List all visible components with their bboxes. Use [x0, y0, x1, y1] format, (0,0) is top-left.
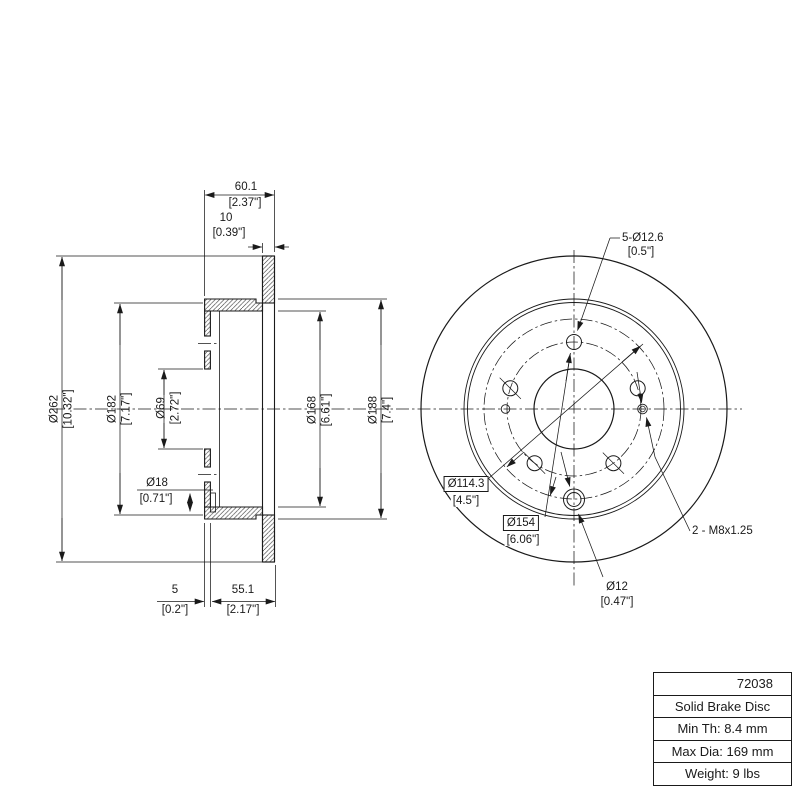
- spec-row-weight: Weight: 9 lbs: [685, 766, 760, 781]
- callout-drum-circle-mm: Ø154: [502, 515, 540, 531]
- dim-wall-thickness-mm: 5: [171, 584, 179, 596]
- spec-row-min-thickness: Min Th: 8.4 mm: [654, 718, 791, 741]
- spec-row-part-number: 72038: [654, 673, 791, 696]
- callout-bolt-circle-in: [4.5"]: [450, 495, 482, 507]
- callout-leaders: [488, 237, 691, 578]
- dim-hat-depth-in: [2.17"]: [226, 604, 260, 616]
- callout-pin-hole-in: [0.47"]: [600, 596, 634, 608]
- dimension-lines: [56, 190, 387, 607]
- dim-step-diameter-in: [0.71"]: [139, 493, 173, 505]
- spec-table: 72038 Solid Brake Disc Min Th: 8.4 mm Ma…: [653, 672, 792, 786]
- callout-bolt-circle-mm: Ø114.3: [443, 476, 489, 492]
- callout-thread: 2 - M8x1.25: [692, 525, 753, 537]
- spec-row-max-diameter: Max Dia: 169 mm: [654, 741, 791, 763]
- callout-drum-circle-in: [6.06"]: [504, 534, 542, 546]
- spec-row-type: Solid Brake Disc: [654, 696, 791, 718]
- callout-pin-hole-mm: Ø12: [606, 581, 628, 593]
- dim-disc-thickness-mm: 10: [219, 212, 233, 224]
- centerlines: [52, 250, 742, 586]
- dim-hat-depth-mm: 55.1: [231, 584, 255, 596]
- dim-hat-width-mm: 60.1: [234, 181, 258, 193]
- dim-hat-width-in: [2.37"]: [228, 197, 262, 209]
- callout-lug-holes-in: [0.5"]: [627, 246, 655, 258]
- callout-lug-holes-mm: 5-Ø12.6: [622, 232, 664, 244]
- dim-wall-thickness-in: [0.2"]: [161, 604, 189, 616]
- dim-center-hole-diameter: Ø69 [2.72"]: [155, 391, 182, 425]
- dim-disc-thickness-in: [0.39"]: [212, 227, 246, 239]
- dim-hat-flange-diameter: Ø188 [7.4"]: [367, 395, 394, 425]
- dim-step-diameter-mm: Ø18: [146, 477, 168, 489]
- dim-inner-face-diameter: Ø182 [7.17"]: [106, 392, 133, 426]
- section-view: [204, 255, 276, 563]
- dim-drum-inner-diameter: Ø168 [6.61"]: [306, 393, 333, 427]
- dim-outer-diameter: Ø262 [10.32"]: [48, 389, 75, 429]
